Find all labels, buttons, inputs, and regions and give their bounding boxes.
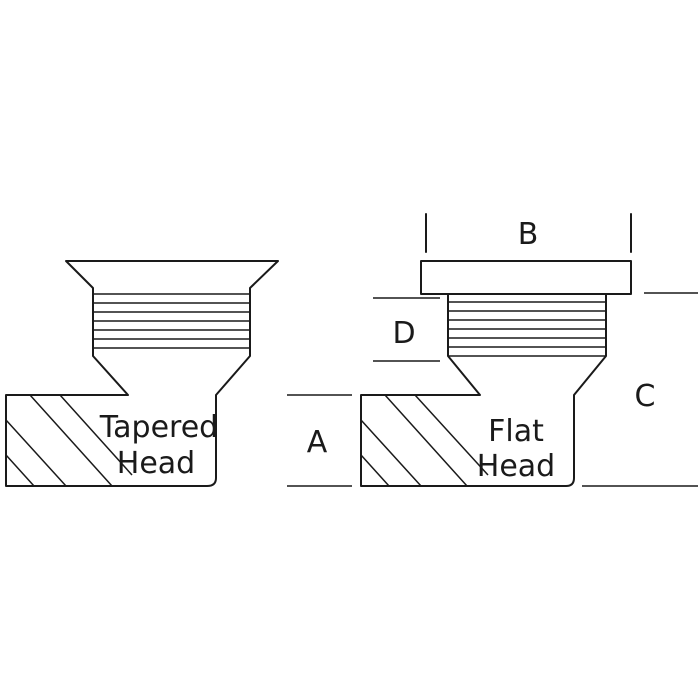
dimension-d: D [373,297,440,362]
tapered-head-fitting: Tapered Head [5,260,279,487]
flat-label-line2: Head [477,449,555,484]
tapered-label-line1: Tapered [99,410,218,445]
flat-hatching [360,394,489,487]
dimension-c-label: C [635,379,656,414]
flat-flange [420,260,632,295]
dimension-d-label: D [392,316,415,351]
tapered-threads [93,293,250,349]
flat-label-line1: Flat [488,414,544,449]
tapered-hatching [5,394,133,487]
dimension-b: B [425,213,632,253]
dimension-a: A [287,394,352,487]
dimension-a-label: A [307,425,328,460]
flat-head-fitting: Flat Head [360,260,632,487]
flat-threads [448,301,606,357]
dimension-b-label: B [518,217,539,252]
dimension-c: C [582,292,698,487]
tapered-body-outline [5,260,279,487]
tapered-label-line2: Head [117,446,195,481]
flat-body-outline [360,293,607,487]
